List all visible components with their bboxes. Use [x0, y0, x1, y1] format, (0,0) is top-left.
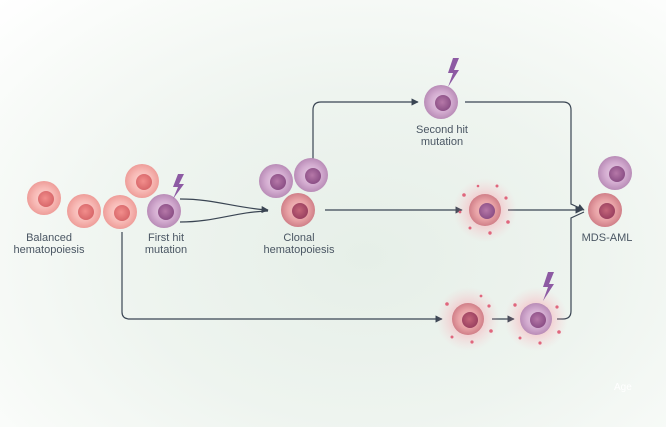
glowing-cell — [453, 178, 517, 242]
intermediate-cell — [281, 193, 315, 227]
arrow-second-hit-to-mds — [465, 101, 585, 211]
lightning-bolt-icon — [448, 58, 459, 87]
arrow-to-clonal-upper — [179, 198, 269, 214]
mds-aml-cells — [588, 156, 632, 227]
arrow-bottom-path — [121, 232, 443, 323]
label-mds-aml: MDS-AML — [581, 232, 633, 244]
normal-cell — [103, 195, 137, 229]
intermediate-cell — [588, 193, 622, 227]
balanced-cells — [27, 164, 159, 229]
label-balanced: Balanced hematopoiesis — [13, 232, 85, 256]
first-hit-cell — [147, 194, 181, 228]
mutant-cell — [259, 164, 293, 198]
arrows — [121, 98, 585, 323]
label-age: Age — [614, 382, 632, 393]
mutant-cell — [294, 158, 328, 192]
clonal-cells — [259, 158, 328, 227]
lightning-bolt-icon — [173, 174, 184, 199]
label-second-hit: Second hit mutation — [416, 124, 468, 148]
lightning-bolt-icon — [543, 272, 554, 301]
second-hit-cell — [424, 85, 458, 119]
normal-cell — [67, 194, 101, 228]
arrow-to-clonal-lower — [179, 210, 269, 223]
label-first-hit: First hit mutation — [144, 232, 188, 256]
label-clonal: Clonal hematopoiesis — [263, 232, 335, 256]
normal-cell — [125, 164, 159, 198]
glowing-cell — [504, 287, 568, 351]
arrow-to-second-hit — [312, 98, 419, 163]
glowing-cell — [436, 287, 500, 351]
normal-cell — [27, 181, 61, 215]
mutant-cell — [598, 156, 632, 190]
